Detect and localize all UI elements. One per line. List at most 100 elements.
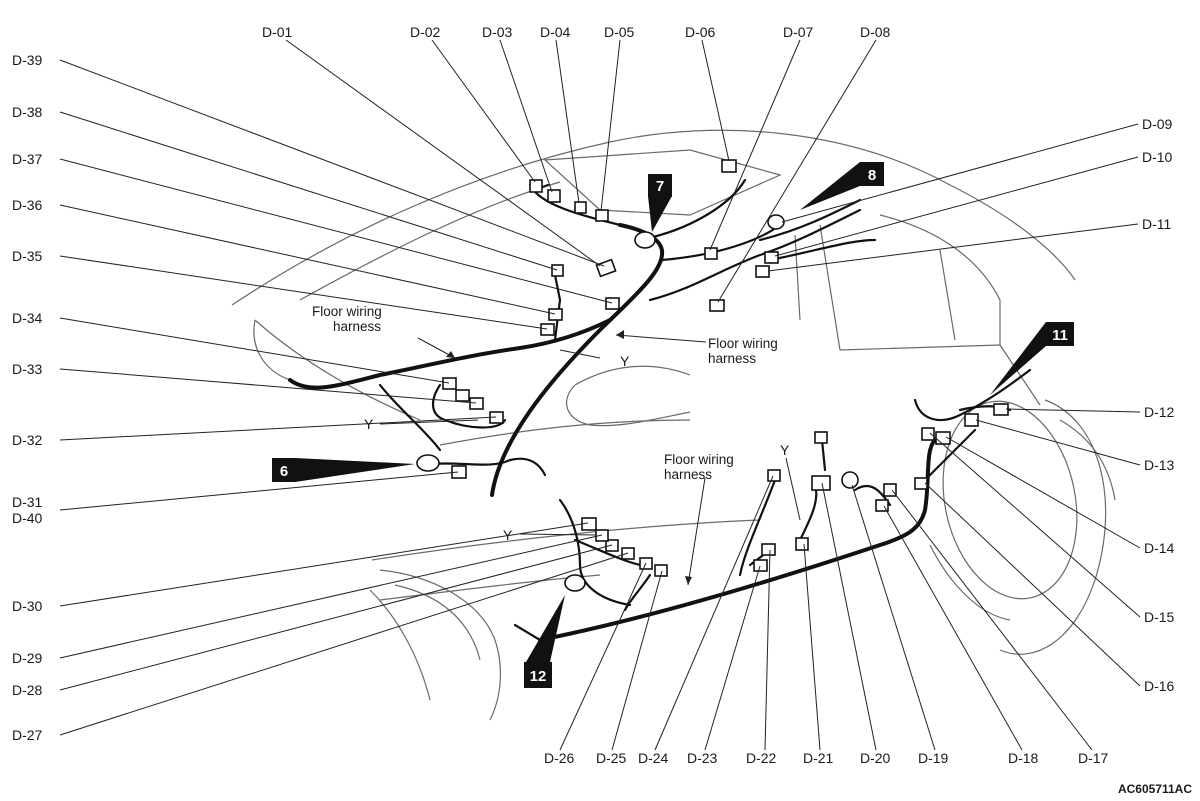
- connector-d20b-shape: [814, 431, 828, 444]
- connector-d06-shape: [721, 159, 737, 173]
- label-d27: D-27: [12, 727, 43, 743]
- connector-d16-shape: [914, 477, 928, 490]
- harness-note-lower-line2: harness: [664, 467, 712, 482]
- label-d39: D-39: [12, 52, 43, 68]
- connector-d20-shape: [811, 475, 831, 491]
- label-d23: D-23: [687, 750, 718, 766]
- label-d32: D-32: [12, 432, 43, 448]
- callout-12-number: 12: [530, 668, 547, 685]
- grommet-12-shape: [564, 574, 586, 592]
- callout-8-number: 8: [868, 167, 876, 184]
- label-d19: D-19: [918, 750, 949, 766]
- label-d02: D-02: [410, 24, 441, 40]
- callout-11-number: 11: [1052, 327, 1068, 344]
- callout-11: 11: [990, 322, 1074, 395]
- harness-note-center-line2: harness: [708, 351, 756, 366]
- connector-d02-shape: [529, 179, 543, 193]
- label-d03: D-03: [482, 24, 513, 40]
- harness-note-lower-line1: Floor wiring: [664, 452, 734, 467]
- harness-routing: [288, 178, 1032, 642]
- connector-d31-shape: [451, 465, 467, 479]
- callout-12: 12: [524, 595, 565, 688]
- label-d38: D-38: [12, 104, 43, 120]
- junction-y-lower: Y: [503, 527, 513, 543]
- junction-y-right: Y: [780, 442, 790, 458]
- connector-d13-shape: [964, 413, 979, 427]
- callout-8: 8: [800, 162, 884, 210]
- label-d30: D-30: [12, 598, 43, 614]
- connector-d04-shape: [574, 201, 587, 214]
- label-d08: D-08: [860, 24, 891, 40]
- callout-6-number: 6: [280, 463, 288, 480]
- label-d37: D-37: [12, 151, 43, 167]
- callout-6: 6: [272, 458, 415, 482]
- label-d17: D-17: [1078, 750, 1109, 766]
- connector-d05-shape: [595, 209, 609, 222]
- label-d24: D-24: [638, 750, 669, 766]
- connectors: [416, 159, 1009, 592]
- connector-d01-shape: [595, 258, 617, 278]
- label-d07: D-07: [783, 24, 814, 40]
- label-d16: D-16: [1144, 678, 1175, 694]
- connector-d33b-shape: [455, 389, 470, 402]
- connector-d37-shape: [605, 297, 620, 310]
- label-d29: D-29: [12, 650, 43, 666]
- label-d09: D-09: [1142, 116, 1173, 132]
- label-d04: D-04: [540, 24, 571, 40]
- figure-id: AC605711AC: [1118, 782, 1192, 796]
- connector-d33-shape: [469, 397, 484, 410]
- connector-d07-shape: [704, 247, 718, 260]
- connector-d08-shape: [709, 299, 725, 312]
- junction-y-left: Y: [364, 416, 374, 432]
- harness-note-center-line1: Floor wiring: [708, 336, 778, 351]
- label-d36: D-36: [12, 197, 43, 213]
- connector-d12-shape: [993, 403, 1009, 416]
- label-d14: D-14: [1144, 540, 1175, 556]
- label-d21: D-21: [803, 750, 834, 766]
- label-d06: D-06: [685, 24, 716, 40]
- leader-lines: [59, 39, 1141, 751]
- label-d22: D-22: [746, 750, 777, 766]
- connector-d10-shape: [764, 251, 779, 264]
- connector-d03-shape: [547, 189, 561, 203]
- label-d25: D-25: [596, 750, 627, 766]
- grommet-7-shape: [634, 231, 656, 249]
- label-d12: D-12: [1144, 404, 1175, 420]
- connector-labels: D-01 D-02 D-03 D-04 D-05 D-06 D-07 D-08 …: [12, 24, 1175, 766]
- label-d20: D-20: [860, 750, 891, 766]
- connector-d09-shape: [767, 214, 785, 230]
- connector-d34-shape: [442, 377, 457, 390]
- label-d11: D-11: [1142, 216, 1172, 232]
- connector-d18-shape: [875, 499, 889, 512]
- connector-d36-shape: [548, 308, 563, 321]
- label-d31: D-31: [12, 494, 43, 510]
- connector-d38-shape: [551, 264, 564, 277]
- label-d28: D-28: [12, 682, 43, 698]
- label-d33: D-33: [12, 361, 43, 377]
- connector-d23-shape: [753, 559, 768, 572]
- label-d18: D-18: [1008, 750, 1039, 766]
- label-d35: D-35: [12, 248, 43, 264]
- connector-d17-shape: [883, 483, 897, 497]
- connector-d24-shape: [767, 469, 781, 482]
- connector-d19-shape: [841, 471, 859, 489]
- junction-y-center: Y: [620, 353, 630, 369]
- connector-d35-shape: [540, 323, 555, 336]
- label-d15: D-15: [1144, 609, 1175, 625]
- connector-d22-shape: [761, 543, 776, 556]
- junction-labels: Y Y Y Y: [364, 353, 790, 543]
- callout-badges: 6 7 8 11 12: [272, 162, 1074, 688]
- label-d10: D-10: [1142, 149, 1173, 165]
- connector-d15-shape: [921, 427, 935, 441]
- label-d34: D-34: [12, 310, 43, 326]
- connector-d11-shape: [755, 265, 770, 278]
- label-d26: D-26: [544, 750, 575, 766]
- harness-notes: Floor wiring harness Floor wiring harnes…: [312, 304, 778, 482]
- connector-d21-shape: [795, 537, 809, 551]
- label-d13: D-13: [1144, 457, 1175, 473]
- grommet-6-shape: [416, 454, 440, 472]
- callout-7-number: 7: [656, 178, 664, 195]
- harness-note-upper-left-line1: Floor wiring: [312, 304, 382, 319]
- label-d40: D-40: [12, 510, 43, 526]
